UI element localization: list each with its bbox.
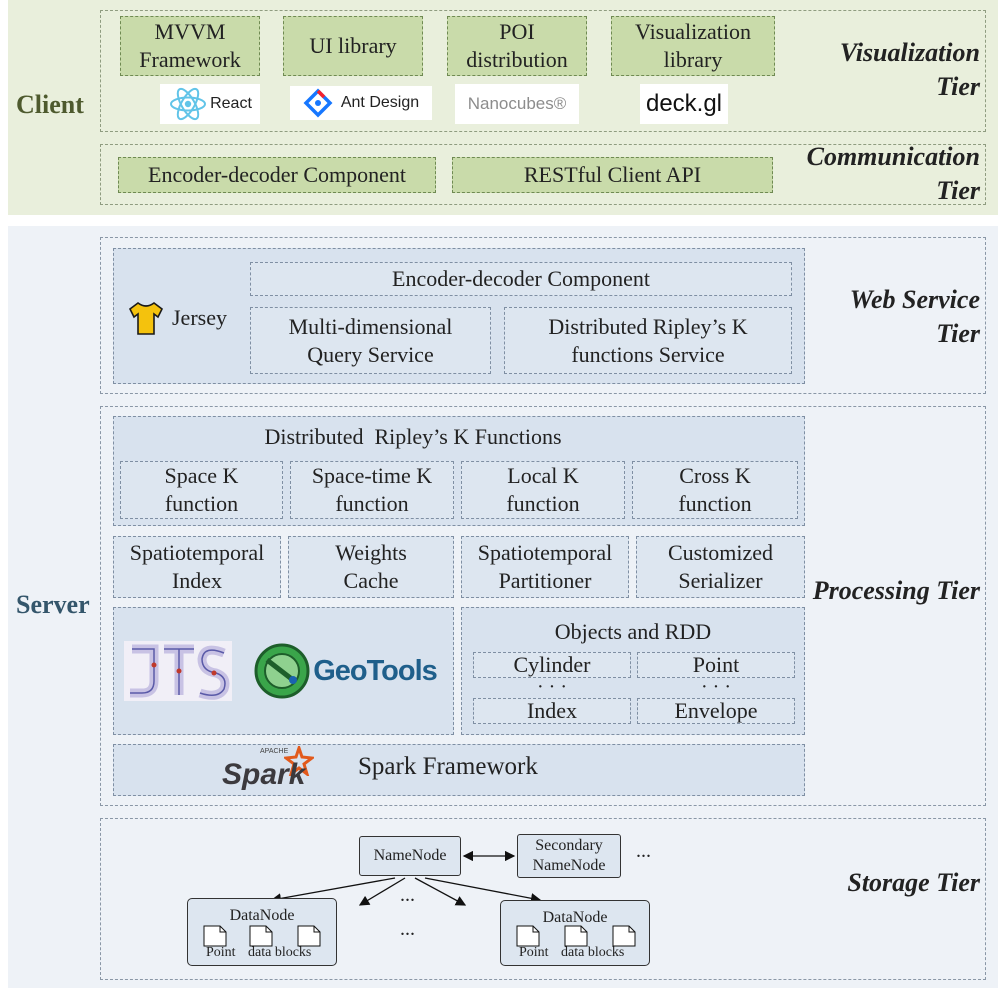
spatiotemporal-partitioner-box: Spatiotemporal Partitioner xyxy=(461,536,629,598)
weights-cache-box: Weights Cache xyxy=(288,536,454,598)
datanode-right-title: DataNode xyxy=(542,909,608,926)
spark-framework-panel xyxy=(113,744,805,796)
cross-k-function-box: Cross K function xyxy=(632,461,798,519)
spark-logo: APACHE Spark xyxy=(222,746,322,792)
nanocubes-logo: Nanocubes® xyxy=(455,84,579,124)
file-icon xyxy=(297,925,321,947)
restful-client-api-box: RESTful Client API xyxy=(452,157,773,193)
geotools-globe-icon xyxy=(254,643,310,699)
react-icon xyxy=(170,87,207,121)
react-logo-text: React xyxy=(210,95,252,112)
local-k-function-box: Local K function xyxy=(461,461,625,519)
visualization-tier-title-text: Visualization Tier xyxy=(839,38,980,101)
processing-tier-title: Processing Tier xyxy=(812,576,980,605)
ant-design-logo: Ant Design xyxy=(290,86,432,120)
jersey-logo: Jersey xyxy=(126,298,236,338)
communication-tier-panel xyxy=(100,144,986,205)
spark-framework-label: Spark Framework xyxy=(358,753,538,780)
datanode-left: DataNode Point data blocks xyxy=(187,898,337,966)
server-label: Server xyxy=(16,590,90,619)
datanode-right-point: Point xyxy=(519,945,549,960)
objects-rdd-title: Objects and RDD xyxy=(554,619,712,644)
namenode-dots: ... xyxy=(636,840,651,862)
index-box: Index xyxy=(473,698,631,724)
secondary-namenode-box: Secondary NameNode xyxy=(517,834,621,878)
storage-tier-panel xyxy=(100,818,986,980)
spatiotemporal-index-box: Spatiotemporal Index xyxy=(113,536,281,598)
web-service-tier-title: Web Service Tier xyxy=(849,285,980,348)
jersey-shirt-icon xyxy=(128,302,164,335)
server-encoder-decoder-box: Encoder-decoder Component xyxy=(250,262,792,296)
ant-design-icon xyxy=(303,88,333,118)
datanode-left-title: DataNode xyxy=(229,907,295,924)
ant-design-logo-text: Ant Design xyxy=(340,94,420,111)
file-icon xyxy=(564,925,588,947)
processing-tier-panel xyxy=(100,406,986,806)
datanode-right-blocks: data blocks xyxy=(561,945,625,960)
nanocubes-logo-text: Nanocubes® xyxy=(467,94,567,113)
spark-logo-small-text: APACHE xyxy=(260,748,289,755)
objects-ellipsis-right: · · · xyxy=(701,676,731,698)
storage-tier-title: Storage Tier xyxy=(847,868,980,897)
ui-library-box: UI library xyxy=(283,16,423,76)
datanode-dots-top: ... xyxy=(400,884,415,906)
objects-ellipsis-left: · · · xyxy=(537,676,567,698)
jts-logo xyxy=(124,641,232,701)
jts-logo-art xyxy=(130,644,230,700)
react-logo: React xyxy=(160,84,260,124)
file-icon xyxy=(612,925,636,947)
ripley-k-service-box: Distributed Ripley’s K functions Service xyxy=(504,307,792,374)
space-time-k-function-box: Space-time K function xyxy=(290,461,454,519)
jersey-label: Jersey xyxy=(172,305,227,330)
space-k-function-box: Space K function xyxy=(120,461,283,519)
deck-gl-logo-text: deck.gl xyxy=(645,90,723,117)
web-service-tier-panel xyxy=(100,237,986,394)
datanode-left-blocks: data blocks xyxy=(248,945,312,960)
datanode-left-point: Point xyxy=(206,945,236,960)
namenode-box: NameNode xyxy=(359,836,461,876)
client-label: Client xyxy=(16,90,84,119)
communication-tier-title: Communication Tier xyxy=(806,142,980,205)
ripley-functions-title: Distributed Ripley’s K Functions xyxy=(264,424,562,449)
multi-dimensional-query-service-box: Multi-dimensional Query Service xyxy=(250,307,491,374)
spark-star-icon xyxy=(284,746,314,776)
file-icon xyxy=(249,925,273,947)
visualization-library-box: Visualization library xyxy=(611,16,775,76)
client-encoder-decoder-box: Encoder-decoder Component xyxy=(118,157,436,193)
geotools-logo: GeoTools xyxy=(240,642,450,700)
customized-serializer-box: Customized Serializer xyxy=(636,536,805,598)
geotools-logo-text: GeoTools xyxy=(313,654,438,687)
visualization-tier-title: Visualization Tier xyxy=(800,36,980,104)
cylinder-box: Cylinder xyxy=(473,652,631,678)
poi-distribution-box: POI distribution xyxy=(447,16,587,76)
point-box: Point xyxy=(637,652,795,678)
spark-logo-text: Spark xyxy=(222,758,306,791)
file-icon xyxy=(203,925,227,947)
datanode-right: DataNode Point data blocks xyxy=(500,900,650,966)
datanode-dots-bottom: ... xyxy=(400,918,415,940)
envelope-box: Envelope xyxy=(637,698,795,724)
mvvm-framework-box: MVVM Framework xyxy=(120,16,260,76)
visualization-tier-panel xyxy=(100,10,986,132)
file-icon xyxy=(516,925,540,947)
deck-gl-logo: deck.gl xyxy=(640,84,728,124)
